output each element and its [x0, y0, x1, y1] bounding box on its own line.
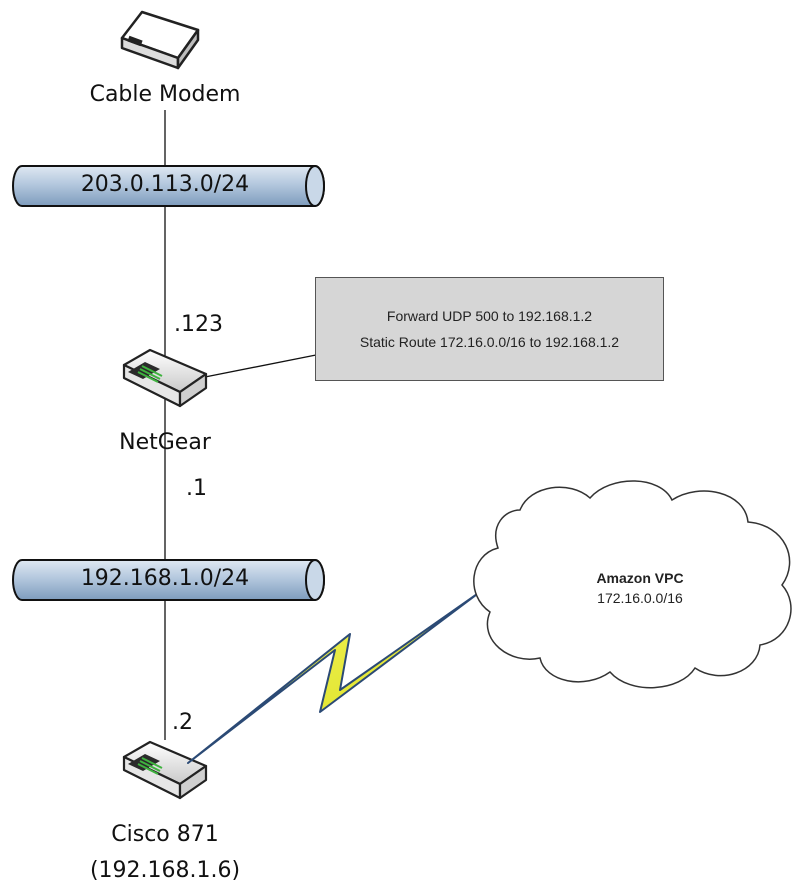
port-forward-note: Forward UDP 500 to 192.168.1.2 Static Ro…: [315, 277, 664, 381]
modem-label: Cable Modem: [89, 82, 241, 107]
netgear-upstream-ip: .123: [174, 312, 223, 337]
cisco-ip-label: (192.168.1.6): [89, 858, 241, 883]
lan-network-pipe: [12, 559, 325, 601]
wan-network-pipe: [12, 165, 325, 207]
lan-network-label: 192.168.1.0/24: [80, 566, 250, 591]
wan-network-label: 203.0.113.0/24: [80, 172, 250, 197]
cisco-router-icon: [122, 740, 208, 800]
note-line-2: Static Route 172.16.0.0/16 to 192.168.1.…: [359, 334, 620, 350]
vpn-tunnel-bolt: [187, 591, 481, 764]
cable-modem-icon: [120, 10, 200, 70]
cloud-text: Amazon VPC 172.16.0.0/16: [540, 568, 740, 608]
cloud-subnet: 172.16.0.0/16: [597, 590, 683, 606]
cloud-title: Amazon VPC: [596, 570, 684, 586]
netgear-label: NetGear: [119, 430, 211, 455]
amazon-vpc-cloud: [473, 480, 792, 689]
netgear-router-icon: [122, 348, 208, 408]
cisco-label: Cisco 871: [111, 822, 219, 847]
note-connector-line: [204, 354, 317, 378]
cisco-upstream-ip: .2: [172, 710, 193, 735]
note-line-1: Forward UDP 500 to 192.168.1.2: [386, 308, 593, 324]
netgear-downstream-ip: .1: [186, 476, 207, 501]
